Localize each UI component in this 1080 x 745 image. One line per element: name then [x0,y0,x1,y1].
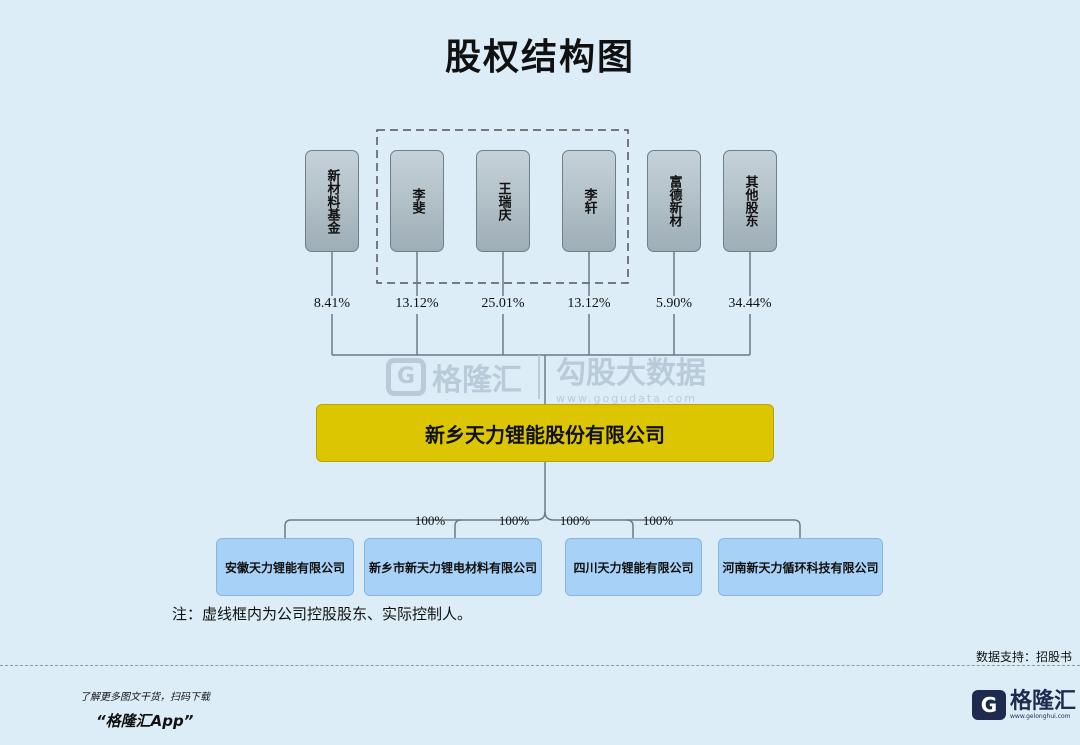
subsidiary-percent: 100% [414,513,446,528]
watermark-brand: 格隆汇 [432,362,522,398]
shareholder-name: 李斐 [409,188,425,214]
logo-icon: G [972,690,1006,720]
brand-logo: G 格隆汇 www.gelonghui.com [972,690,1076,720]
subsidiary-box: 河南新天力循环科技有限公司 [718,538,883,596]
shareholder-name: 李轩 [581,188,597,214]
shareholder-box: 李斐 [390,150,444,252]
shareholder-name: 王瑞庆 [495,181,511,221]
subsidiary-box: 安徽天力锂能有限公司 [216,538,354,596]
subsidiary-box: 新乡市新天力锂电材料有限公司 [364,538,542,596]
shareholder-percent: 13.12% [395,296,439,311]
chart-title: 股权结构图 [444,37,635,78]
shareholder-box: 新材料基金 [305,150,359,252]
watermark-divider [538,354,540,399]
shareholder-name: 其他股东 [742,175,758,227]
promo-text: 了解更多图文干货，扫码下载 [80,692,210,703]
shareholder-percent: 34.44% [728,296,772,311]
shareholder-name: 新材料基金 [324,168,340,234]
watermark-brand2: 勾股大数据 [556,356,706,391]
shareholder-percent: 13.12% [567,296,611,311]
diagram-note: 注：虚线框内为公司控股股东、实际控制人。 [172,605,473,623]
shareholder-box: 李轩 [562,150,616,252]
controller-dashed-frame [376,129,629,284]
logo-url: www.gelonghui.com [1010,712,1071,720]
watermark-url: www.gogudata.com [556,392,697,405]
data-source: 数据支持：招股书 [975,650,1072,664]
shareholder-box: 其他股东 [723,150,777,252]
watermark-logo-icon: G [386,357,426,396]
logo-name: 格隆汇 [1010,688,1077,714]
shareholder-name: 富德新材 [666,175,682,227]
subsidiary-percent: 100% [559,513,591,528]
subsidiary-percent: 100% [498,513,530,528]
promo-app-name: “格隆汇App” [96,712,194,730]
shareholder-percent: 25.01% [481,296,525,311]
shareholder-percent: 8.41% [313,296,351,311]
subsidiary-percent: 100% [642,513,674,528]
shareholder-box: 富德新材 [647,150,701,252]
footer-divider [0,665,1080,666]
main-company-box: 新乡天力锂能股份有限公司 [316,404,774,462]
shareholder-box: 王瑞庆 [476,150,530,252]
shareholder-percent: 5.90% [655,296,693,311]
subsidiary-box: 四川天力锂能有限公司 [565,538,702,596]
watermark: G 格隆汇 勾股大数据 www.gogudata.com [386,348,706,405]
